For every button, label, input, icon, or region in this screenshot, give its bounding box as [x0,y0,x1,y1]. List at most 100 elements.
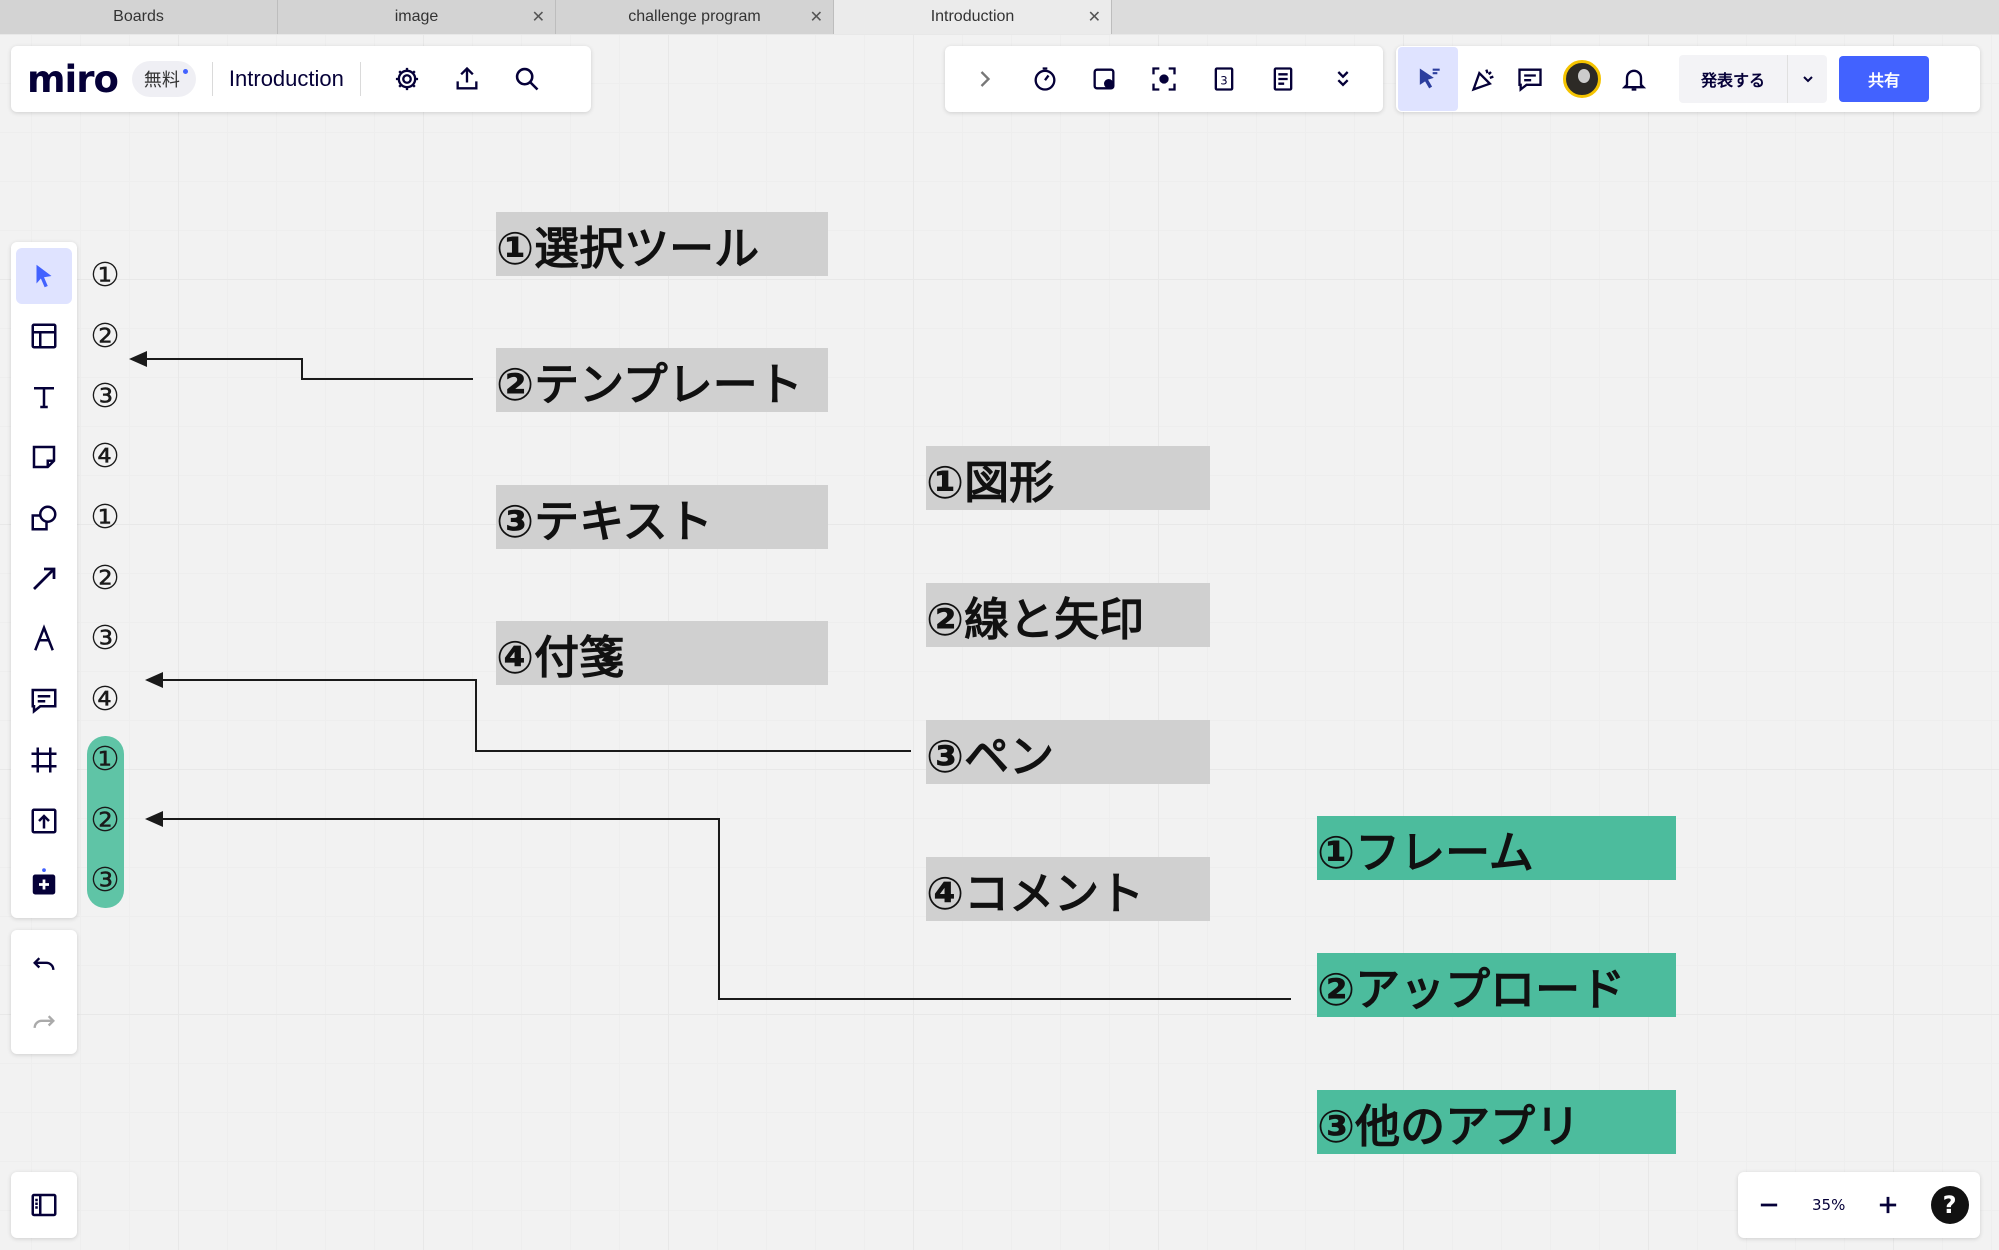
highlight-shape[interactable] [87,736,124,908]
label-other-apps[interactable]: ③他のアプリ [1317,1090,1676,1154]
tool-number-marker[interactable]: ① [90,254,120,294]
timer-button[interactable] [1025,59,1065,99]
tool-number-marker[interactable]: ① [90,496,120,536]
divider [359,62,361,96]
board-title[interactable]: Introduction [228,66,344,91]
select-tool[interactable] [16,248,72,304]
tool-number-marker[interactable]: ② [90,799,120,839]
plan-badge-label: 無料 [143,70,180,91]
close-icon[interactable]: ✕ [1087,9,1101,26]
plus-icon [1879,1196,1897,1214]
countdown-button[interactable]: 3 [1204,59,1244,99]
collaboration-panel: 発表する 共有 [1396,46,1980,112]
tool-number-marker[interactable]: ② [90,557,120,597]
label-template[interactable]: ②テンプレート [496,348,828,412]
voting-button[interactable] [1084,59,1124,99]
upload-tool[interactable] [16,793,72,849]
plan-badge[interactable]: 無料 [131,61,196,97]
minus-icon [1761,1203,1778,1207]
close-icon[interactable]: ✕ [809,9,823,26]
more-apps-tool[interactable] [16,854,72,910]
tool-number-marker[interactable]: ④ [90,678,120,718]
templates-tool[interactable] [16,308,72,364]
bell-icon [1621,69,1647,91]
panel-toggle-button[interactable] [11,1172,77,1238]
reactions-button[interactable] [1464,59,1504,99]
browser-tab-bar: Boards image ✕ challenge program ✕ Intro… [0,0,1999,34]
notification-dot [182,69,188,74]
user-avatar[interactable] [1563,60,1601,98]
sticky-note-tool[interactable] [16,429,72,485]
plus-box-icon [32,868,56,895]
frame-tool[interactable] [16,732,72,788]
text-icon [34,387,54,409]
notes-button[interactable] [1263,59,1303,99]
cursor-toggle-button[interactable] [1398,47,1458,111]
comments-button[interactable] [1510,59,1550,99]
comment-tool[interactable] [16,672,72,728]
pen-tool[interactable] [16,611,72,667]
miro-logo[interactable]: miro [27,57,119,101]
browser-tab-boards[interactable]: Boards [0,0,278,34]
tool-number-marker[interactable]: ④ [90,435,120,475]
divider [211,62,213,96]
tool-number-marker[interactable]: ③ [90,617,120,657]
focus-button[interactable] [1144,59,1184,99]
tool-number-marker[interactable]: ③ [90,375,120,415]
calendar-number-icon: 3 [1214,67,1233,91]
label-upload[interactable]: ②アップロード [1317,953,1676,1017]
template-icon [31,323,57,349]
present-button[interactable]: 発表する [1679,55,1827,103]
sidebar-icon [31,1193,57,1217]
zoom-level[interactable]: 35% [1811,1196,1846,1214]
label-pen[interactable]: ③ペン [926,720,1210,784]
browser-tab-challenge-program[interactable]: challenge program ✕ [556,0,834,34]
chevron-right-icon [980,71,990,87]
browser-tab-image[interactable]: image ✕ [278,0,556,34]
undo-icon [33,957,55,971]
tool-number-marker[interactable]: ① [90,738,120,778]
cursor-icon [36,264,52,288]
settings-button[interactable] [387,59,427,99]
expand-button[interactable] [965,59,1005,99]
label-line-arrow[interactable]: ②線と矢印 [926,583,1210,647]
search-button[interactable] [507,59,547,99]
label-comment[interactable]: ④コメント [926,857,1210,921]
redo-icon [33,1015,55,1029]
tool-number-marker[interactable]: ③ [90,859,120,899]
search-icon [515,67,539,91]
redo-button[interactable] [16,994,72,1050]
share-button[interactable]: 共有 [1839,56,1929,102]
double-chevron-down-icon [1337,71,1349,87]
export-button[interactable] [447,59,487,99]
zoom-in-button[interactable] [1868,1185,1908,1225]
document-icon [1274,67,1293,91]
sticky-note-icon [32,445,56,469]
creation-toolbar [11,242,77,918]
comment-icon [31,688,57,714]
history-toolbar [11,930,77,1054]
present-dropdown[interactable] [1787,55,1827,103]
line-arrow-tool[interactable] [16,551,72,607]
text-tool[interactable] [16,369,72,425]
svg-text:3: 3 [1220,73,1227,87]
label-shapes[interactable]: ①図形 [926,446,1210,510]
label-frame[interactable]: ①フレーム [1317,816,1676,880]
browser-tab-introduction[interactable]: Introduction ✕ [834,0,1112,34]
present-label: 発表する [1700,71,1765,90]
label-select-tool[interactable]: ①選択ツール [496,212,828,276]
close-icon[interactable]: ✕ [531,9,545,26]
shapes-tool[interactable] [16,490,72,546]
undo-button[interactable] [16,936,72,992]
tab-label: challenge program [628,8,761,25]
label-text[interactable]: ③テキスト [496,485,828,549]
frame-icon [31,747,57,773]
help-button[interactable]: ? [1930,1186,1969,1224]
more-tools-button[interactable] [1323,59,1363,99]
tool-number-marker[interactable]: ② [90,315,120,355]
notifications-button[interactable] [1614,59,1654,99]
zoom-out-button[interactable] [1749,1185,1789,1225]
label-sticky-note[interactable]: ④付箋 [496,621,828,685]
tab-label: Introduction [930,8,1015,25]
tab-label: Boards [113,8,164,25]
